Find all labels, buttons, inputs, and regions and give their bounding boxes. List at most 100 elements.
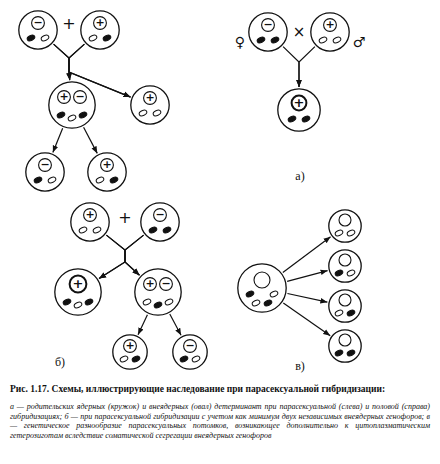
cell-circle: [328, 289, 362, 323]
arrow-connector: [287, 294, 327, 303]
cell-outline: [48, 81, 96, 129]
organelle-oval: [152, 109, 161, 117]
nucleus-sign: +: [83, 208, 97, 222]
organelle-oval: [109, 176, 118, 184]
organelle-oval: [40, 34, 49, 42]
label-text: +: [118, 208, 131, 227]
arrow-connector: [54, 44, 70, 80]
cross-sign: ×: [293, 25, 306, 40]
organelle-oval: [346, 309, 355, 317]
nucleus-circle: +: [93, 16, 107, 30]
nucleus-sign: +: [69, 275, 87, 293]
organelle-oval: [33, 176, 42, 184]
organelle-oval: [78, 226, 87, 234]
nucleus-circle: −: [38, 158, 52, 172]
organelle-oval: [251, 299, 260, 307]
cell-outline: [328, 249, 362, 283]
organelle-oval: [346, 269, 355, 277]
organelle-oval: [47, 176, 56, 184]
label-text: б): [55, 355, 65, 369]
organelle-oval: [142, 298, 151, 306]
caption-text: Рис. 1.17. Схемы, иллюстрирующие наследо…: [10, 384, 385, 394]
cell-outline: [237, 263, 287, 313]
nucleus-circle: [339, 214, 351, 226]
cell-circle: +: [54, 268, 102, 316]
arrow-connector: [283, 47, 299, 87]
cell-circle: [328, 329, 362, 363]
cell-circle: +: [310, 12, 350, 52]
nucleus-circle: −: [31, 16, 45, 30]
organelle-oval: [256, 36, 265, 44]
nucleus-circle: +: [123, 339, 137, 353]
nucleus-circle: +: [323, 18, 337, 32]
cell-outline: [328, 289, 362, 323]
cell-circle: +−: [134, 268, 182, 316]
label-text: а — родительских ядерных (кружок) и внея…: [10, 402, 430, 440]
cell-circle: −: [140, 202, 180, 242]
cell-outline: [134, 268, 182, 316]
arrow-connector: [84, 127, 98, 153]
arrow-connector: [287, 271, 327, 282]
cell-circle: +: [87, 152, 127, 192]
nucleus-sign: −: [153, 208, 167, 222]
nucleus-circle: +: [57, 90, 71, 104]
arrow-connector: [106, 235, 139, 275]
organelle-oval: [334, 349, 343, 357]
arrow-connector: [125, 235, 144, 275]
nucleus-sign: −: [31, 16, 45, 30]
nucleus-sign: +: [143, 277, 157, 291]
cell-circle: [328, 209, 362, 243]
nucleus-sign: +: [123, 339, 137, 353]
figure-caption: Рис. 1.17. Схемы, иллюстрирующие наследо…: [10, 384, 430, 395]
nucleus-circle: [339, 254, 351, 266]
nucleus-circle: +: [143, 277, 157, 291]
nucleus-sign: +: [143, 91, 157, 105]
cell-outline: [328, 329, 362, 363]
nucleus-sign: +: [100, 158, 114, 172]
nucleus-circle: +: [69, 275, 87, 293]
organelle-oval: [102, 34, 111, 42]
organelle-oval: [179, 355, 188, 363]
organelle-oval: [334, 309, 343, 317]
nucleus-sign: −: [159, 277, 173, 291]
cell-circle: +: [112, 334, 148, 370]
nucleus-circle: +: [291, 95, 307, 111]
organelle-oval: [153, 301, 162, 309]
nucleus-sign: +: [93, 16, 107, 30]
arrow-connector: [299, 47, 315, 87]
label-text: ×: [293, 23, 306, 41]
arrow-connector: [99, 235, 144, 278]
cell-circle: +: [70, 202, 110, 242]
panel-letter: в): [295, 360, 305, 372]
panel-letter: б): [55, 356, 65, 368]
label-text: а): [295, 169, 304, 183]
nucleus-circle: +: [100, 158, 114, 172]
organelle-oval: [67, 114, 76, 122]
organelle-oval: [78, 111, 87, 119]
organelle-oval: [56, 111, 65, 119]
arrow-connector: [283, 303, 330, 336]
nucleus-sign: −: [261, 18, 275, 32]
organelle-oval: [318, 36, 327, 44]
organelle-oval: [84, 298, 93, 306]
organelle-oval: [73, 301, 82, 309]
cell-circle: −: [18, 10, 58, 50]
label-text: в): [295, 359, 305, 373]
organelle-oval: [162, 226, 171, 234]
organelle-oval: [164, 298, 173, 306]
male-symbol: ♂: [353, 35, 366, 49]
nucleus-circle: −: [261, 18, 275, 32]
label-text: ♀: [235, 34, 245, 50]
label-text: ♂: [353, 34, 366, 50]
cell-outline: [328, 209, 362, 243]
female-symbol: ♀: [235, 35, 245, 49]
organelle-oval: [346, 349, 355, 357]
nucleus-circle: −: [159, 277, 173, 291]
cell-circle: +−: [48, 81, 96, 129]
organelle-oval: [270, 36, 279, 44]
organelle-oval: [287, 115, 296, 123]
organelle-oval: [191, 355, 200, 363]
organelle-oval: [92, 226, 101, 234]
nucleus-sign: +: [57, 90, 71, 104]
